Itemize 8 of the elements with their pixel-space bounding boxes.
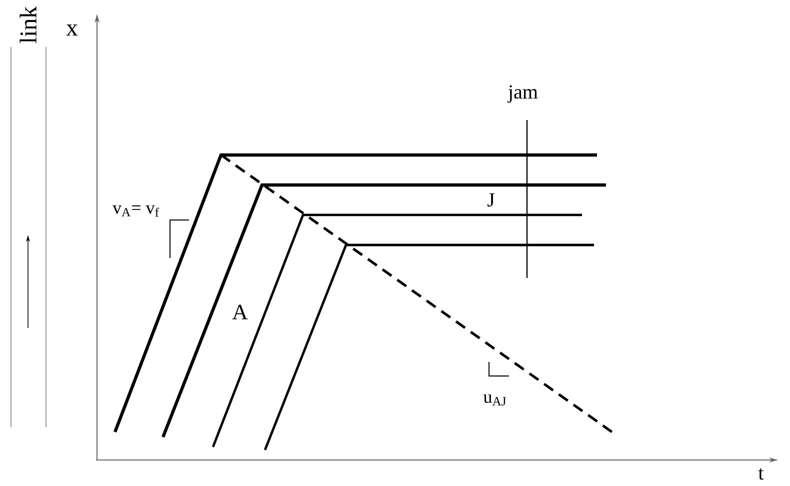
speed-label: u$_{AJ}$: [483, 394, 506, 406]
speed-label: v$_{A}$= v$_{f}$: [112, 205, 159, 217]
jam-label: jam: [507, 85, 538, 103]
region-label: A: [232, 304, 248, 320]
axis-label: t: [758, 468, 764, 480]
lane-label: link: [20, 6, 36, 44]
axis-label: x: [66, 24, 78, 36]
region-label: J: [488, 193, 494, 207]
